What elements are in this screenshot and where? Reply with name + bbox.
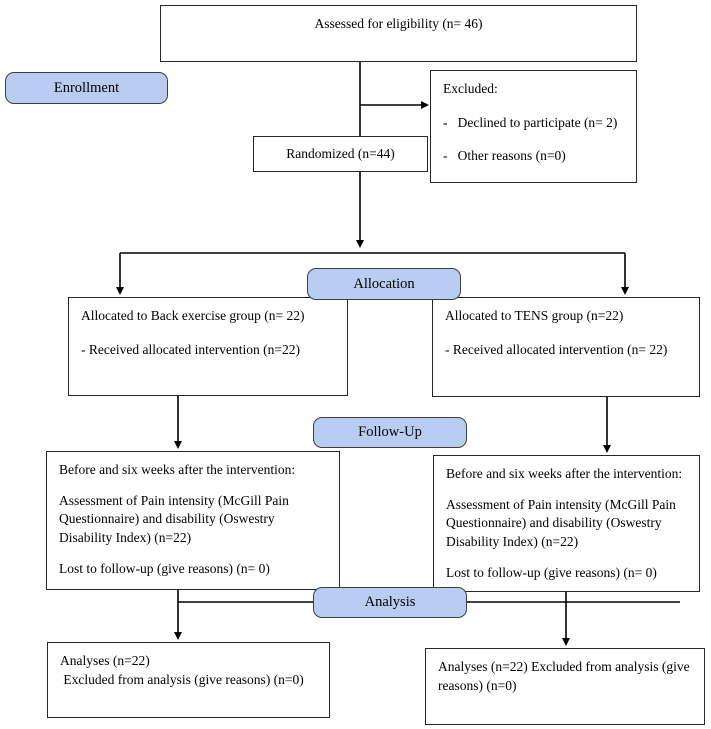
enrollment-stage-label: Enrollment	[5, 72, 168, 104]
followup-line: Lost to follow-up (give reasons) (n= 0)	[446, 564, 657, 580]
excluded-box: Excluded: - Declined to participate (n= …	[430, 70, 637, 183]
allocation-stage-text: Allocation	[353, 275, 415, 292]
followup-stage-label: Follow-Up	[313, 417, 467, 448]
followup-line: Assessment of Pain intensity (McGill Pai…	[59, 492, 293, 545]
analysis-left-box: Analyses (n=22) Excluded from analysis (…	[47, 642, 330, 718]
allocated-tens-box: Allocated to TENS group (n=22) - Receive…	[432, 297, 700, 397]
analysis-line: Analyses (n=22)	[60, 653, 150, 668]
randomized-text: Randomized (n=44)	[286, 145, 395, 161]
excluded-item: - Other reasons (n=0)	[443, 148, 566, 164]
enrollment-stage-text: Enrollment	[53, 79, 120, 96]
followup-right-box: Before and six weeks after the intervent…	[433, 455, 700, 592]
allocation-line: Allocated to TENS group (n=22)	[445, 308, 624, 323]
allocation-line: - Received allocated intervention (n=22)	[81, 341, 301, 357]
analysis-stage-label: Analysis	[313, 587, 467, 618]
analysis-line: Excluded from analysis (give reasons) (n…	[60, 671, 304, 687]
followup-line: Before and six weeks after the intervent…	[446, 466, 683, 481]
analysis-stage-text: Analysis	[364, 594, 416, 610]
allocation-stage-label: Allocation	[307, 268, 461, 300]
eligibility-text: Assessed for eligibility (n= 46)	[314, 16, 483, 31]
followup-line: Before and six weeks after the intervent…	[59, 462, 296, 477]
allocation-line: Allocated to Back exercise group (n= 22)	[81, 308, 305, 323]
followup-left-box: Before and six weeks after the intervent…	[46, 451, 340, 590]
randomized-box: Randomized (n=44)	[253, 136, 428, 172]
analysis-text: Analyses (n=22) Excluded from analysis (…	[438, 659, 694, 693]
eligibility-box: Assessed for eligibility (n= 46)	[160, 5, 637, 62]
followup-line: Assessment of Pain intensity (McGill Pai…	[446, 496, 680, 549]
excluded-item: - Declined to participate (n= 2)	[443, 114, 618, 130]
allocated-back-exercise-box: Allocated to Back exercise group (n= 22)…	[68, 297, 348, 396]
analysis-right-box: Analyses (n=22) Excluded from analysis (…	[425, 648, 705, 725]
followup-stage-text: Follow-Up	[358, 424, 422, 440]
followup-line: Lost to follow-up (give reasons) (n= 0)	[59, 560, 270, 576]
allocation-line: - Received allocated intervention (n= 22…	[445, 341, 668, 357]
excluded-title: Excluded:	[443, 81, 498, 96]
